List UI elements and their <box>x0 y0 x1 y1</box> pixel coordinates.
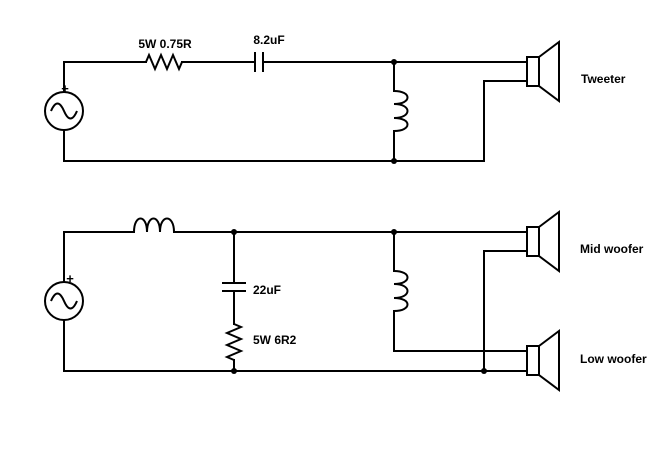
tweeter-label: Tweeter <box>581 72 626 86</box>
ac-source: + <box>44 81 84 131</box>
junction-dot <box>481 368 487 374</box>
resistor <box>145 52 183 72</box>
junction-dot <box>231 229 237 235</box>
capacitor <box>254 52 264 72</box>
wire <box>63 320 528 372</box>
wire <box>393 310 528 352</box>
source-plus-sign: + <box>61 81 69 96</box>
wire <box>63 231 135 282</box>
capacitor <box>222 282 246 292</box>
inductor <box>133 217 175 233</box>
tweeter-circuit: + 5W 0.75R 8.2uF Tweeter <box>44 33 626 164</box>
inductor <box>393 90 409 132</box>
wire <box>483 250 528 372</box>
resistor <box>224 323 244 361</box>
tweeter-speaker <box>526 40 560 103</box>
mid-woofer-label: Mid woofer <box>580 242 644 256</box>
resistor-label: 5W 6R2 <box>253 333 297 347</box>
wire <box>63 61 147 92</box>
mid-woofer-speaker <box>526 210 560 273</box>
capacitor-label: 8.2uF <box>253 33 284 47</box>
junction-dot <box>391 158 397 164</box>
source-plus-sign: + <box>66 271 74 286</box>
junction-dot <box>391 59 397 65</box>
low-woofer-label: Low woofer <box>580 352 647 366</box>
ac-source: + <box>44 271 84 321</box>
junction-dot <box>231 368 237 374</box>
resistor-label: 5W 0.75R <box>138 37 192 51</box>
junction-dot <box>391 229 397 235</box>
capacitor-label: 22uF <box>253 283 281 297</box>
wire <box>63 80 528 162</box>
low-woofer-speaker <box>526 329 560 392</box>
inductor <box>393 270 409 312</box>
woofer-circuit: + 22uF 5W 6R2 Mid woofer Low w <box>44 210 647 392</box>
